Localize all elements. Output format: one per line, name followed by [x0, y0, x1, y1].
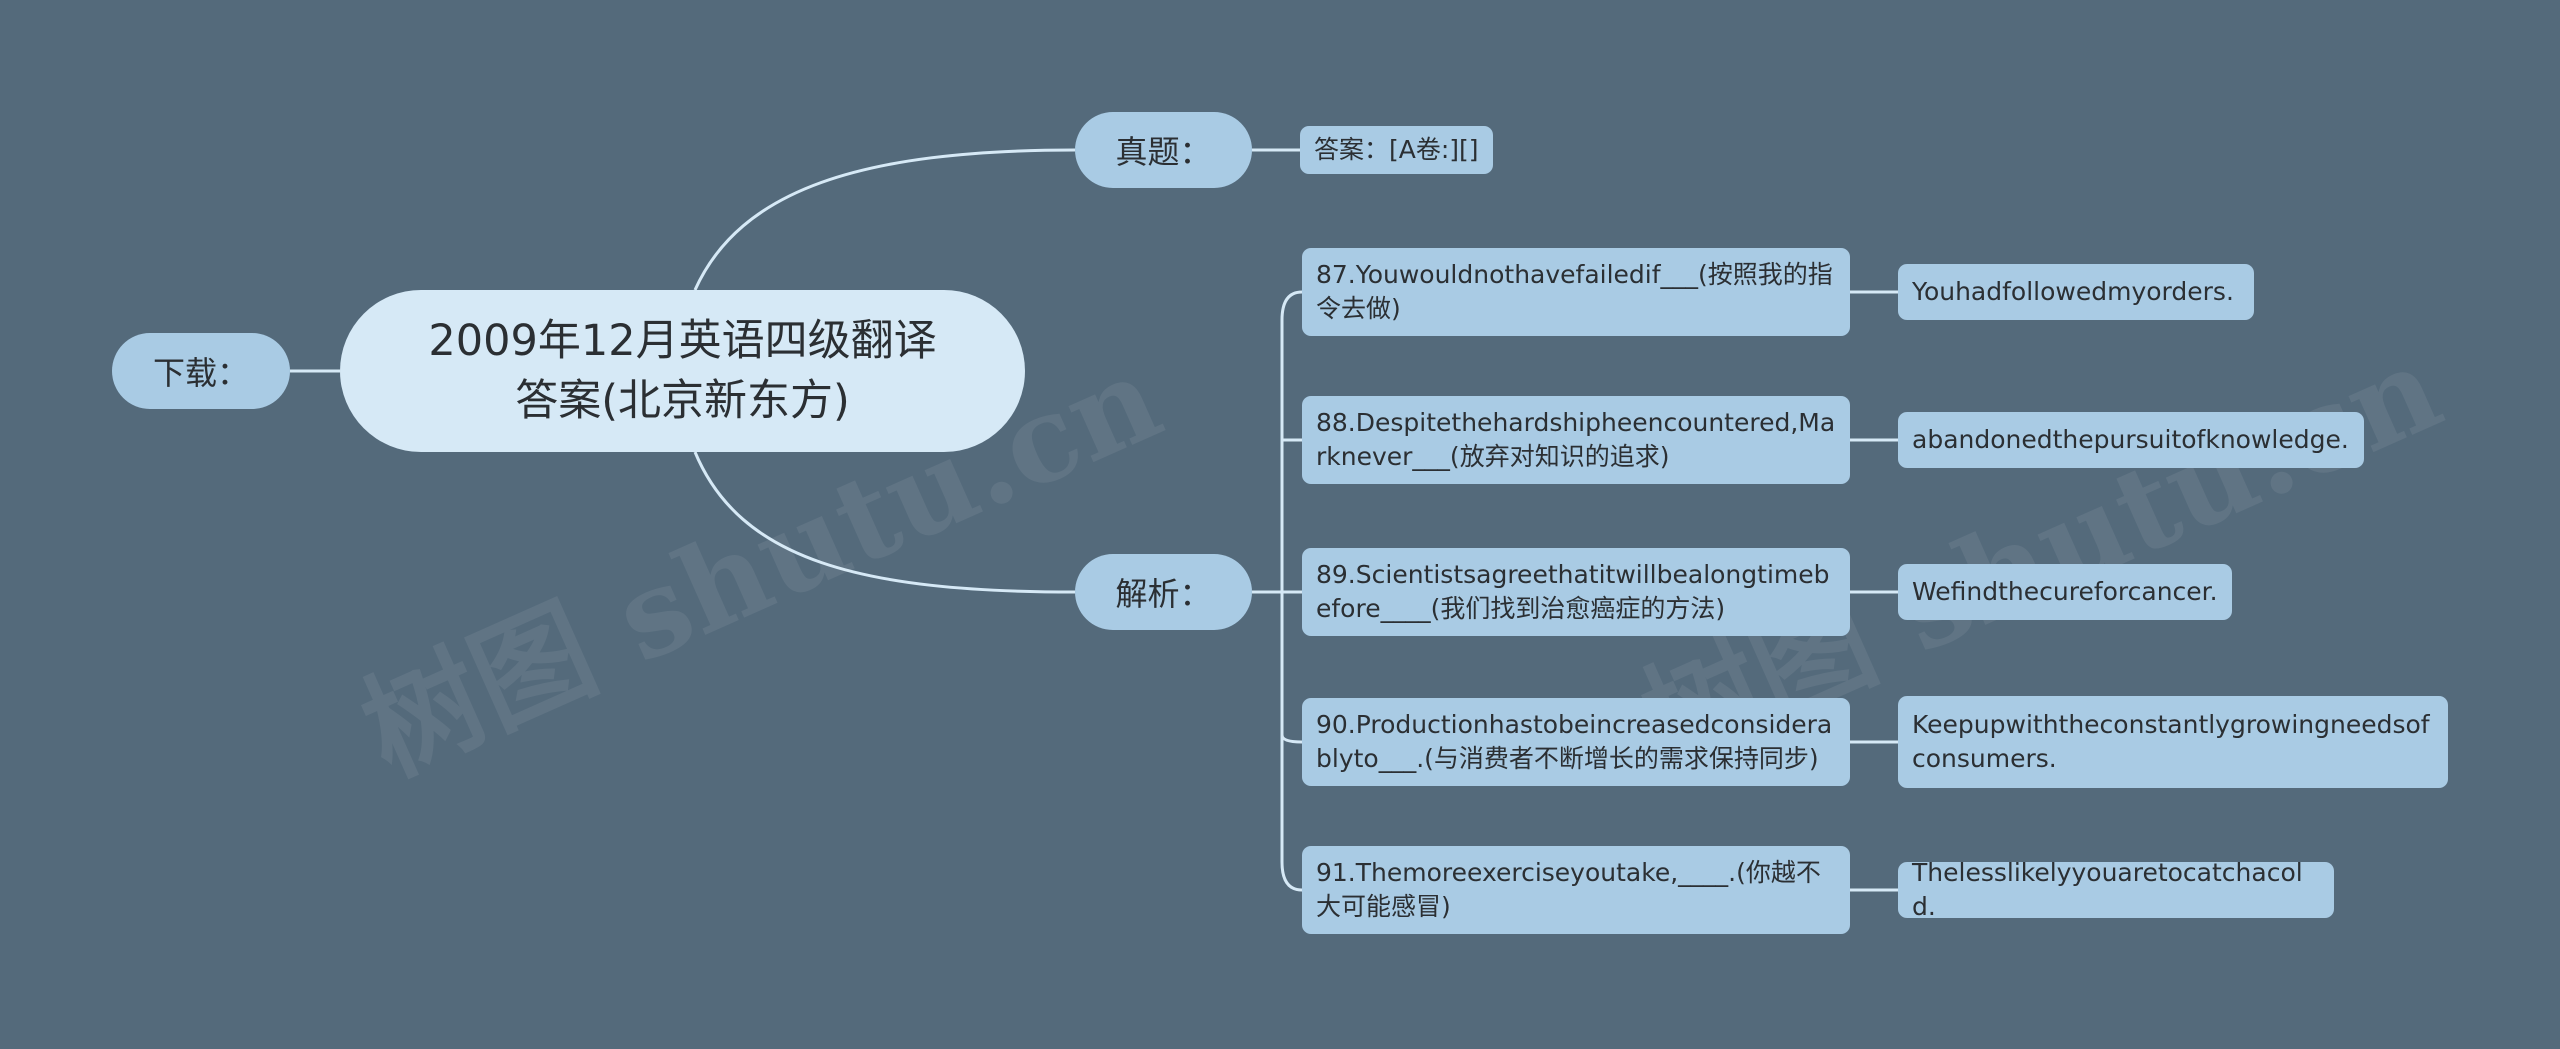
answer-text-90: Keepupwiththeconstantlygrowingneedsofcon…: [1912, 710, 2430, 773]
topic-download-label: 下载：: [152, 354, 249, 392]
line-root-jiexi: [693, 451, 1076, 594]
question-node-90[interactable]: 90.Productionhastobeincreasedconsiderabl…: [1302, 698, 1850, 786]
question-text-89: 89.Scientistsagreethatitwillbealongtimeb…: [1316, 560, 1830, 623]
zhenti-answer-node[interactable]: 答案：[A卷:][]: [1300, 126, 1493, 174]
line-root-zhenti: [693, 148, 1076, 291]
line-trunk-91: [1280, 735, 1303, 892]
question-text-90: 90.Productionhastobeincreasedconsiderabl…: [1316, 710, 1833, 773]
question-text-88: 88.Despitethehardshipheencountered,Markn…: [1316, 408, 1836, 471]
answer-node-91[interactable]: Thelesslikelyyouaretocatchacold.: [1898, 858, 2334, 921]
answer-node-87[interactable]: Youhadfollowedmyorders.: [1898, 264, 2254, 320]
topic-jiexi[interactable]: 解析：: [1075, 554, 1252, 630]
answer-text-89: Wefindthecureforcancer.: [1912, 577, 2218, 606]
root-topic[interactable]: 2009年12月英语四级翻译 答案(北京新东方): [340, 290, 1025, 452]
question-text-87: 87.Youwouldnothavefailedif___(按照我的指令去做): [1316, 260, 1833, 323]
question-node-88[interactable]: 88.Despitethehardshipheencountered,Markn…: [1302, 396, 1850, 484]
topic-download[interactable]: 下载：: [112, 333, 290, 409]
answer-node-90[interactable]: Keepupwiththeconstantlygrowingneedsofcon…: [1898, 696, 2448, 788]
answer-text-88: abandonedthepursuitofknowledge.: [1912, 425, 2349, 454]
line-trunk-90: [1280, 592, 1303, 744]
answer-node-88[interactable]: abandonedthepursuitofknowledge.: [1898, 412, 2364, 468]
question-node-89[interactable]: 89.Scientistsagreethatitwillbealongtimeb…: [1302, 548, 1850, 636]
question-node-91[interactable]: 91.Themoreexerciseyoutake,____.(你越不大可能感冒…: [1302, 846, 1850, 934]
root-title-line2: 答案(北京新东方): [515, 376, 850, 426]
topic-zhenti[interactable]: 真题：: [1075, 112, 1252, 188]
answer-node-89[interactable]: Wefindthecureforcancer.: [1898, 564, 2232, 620]
topic-zhenti-label: 真题：: [1115, 133, 1212, 171]
zhenti-answer-text: 答案：[A卷:][]: [1314, 135, 1479, 164]
answer-text-87: Youhadfollowedmyorders.: [1912, 277, 2234, 306]
question-node-87[interactable]: 87.Youwouldnothavefailedif___(按照我的指令去做): [1302, 248, 1850, 336]
root-title-line1: 2009年12月英语四级翻译: [428, 316, 937, 366]
line-trunk-87: [1280, 290, 1303, 592]
answer-text-91: Thelesslikelyyouaretocatchacold.: [1912, 858, 2303, 921]
topic-jiexi-label: 解析：: [1115, 575, 1212, 613]
question-text-91: 91.Themoreexerciseyoutake,____.(你越不大可能感冒…: [1316, 858, 1821, 921]
